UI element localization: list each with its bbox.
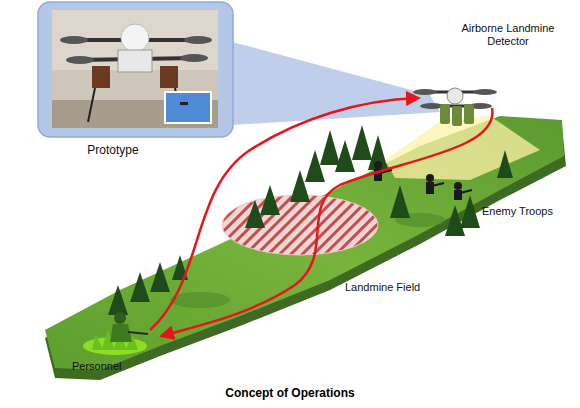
sensor-footprint <box>385 116 540 180</box>
drone <box>413 88 497 126</box>
device-label: Airborne Landmine Detector <box>460 22 556 48</box>
landmine-field-area <box>222 195 378 255</box>
prototype-photo <box>52 10 218 128</box>
trees <box>108 125 513 315</box>
mission-path <box>162 108 492 336</box>
figure-caption: Concept of Operations <box>225 386 354 400</box>
panel-heading: Prototype <box>38 143 188 157</box>
area-label: Landmine Field <box>345 281 420 294</box>
personnel-label: Personnel <box>72 360 122 373</box>
mission-path <box>150 98 418 330</box>
personnel-figure <box>83 312 148 355</box>
prototype-panel <box>38 2 233 137</box>
photo-panel: Prototype <box>38 2 233 164</box>
enemy-troops-figures <box>374 161 472 200</box>
troops-label: Enemy Troops <box>482 205 553 218</box>
